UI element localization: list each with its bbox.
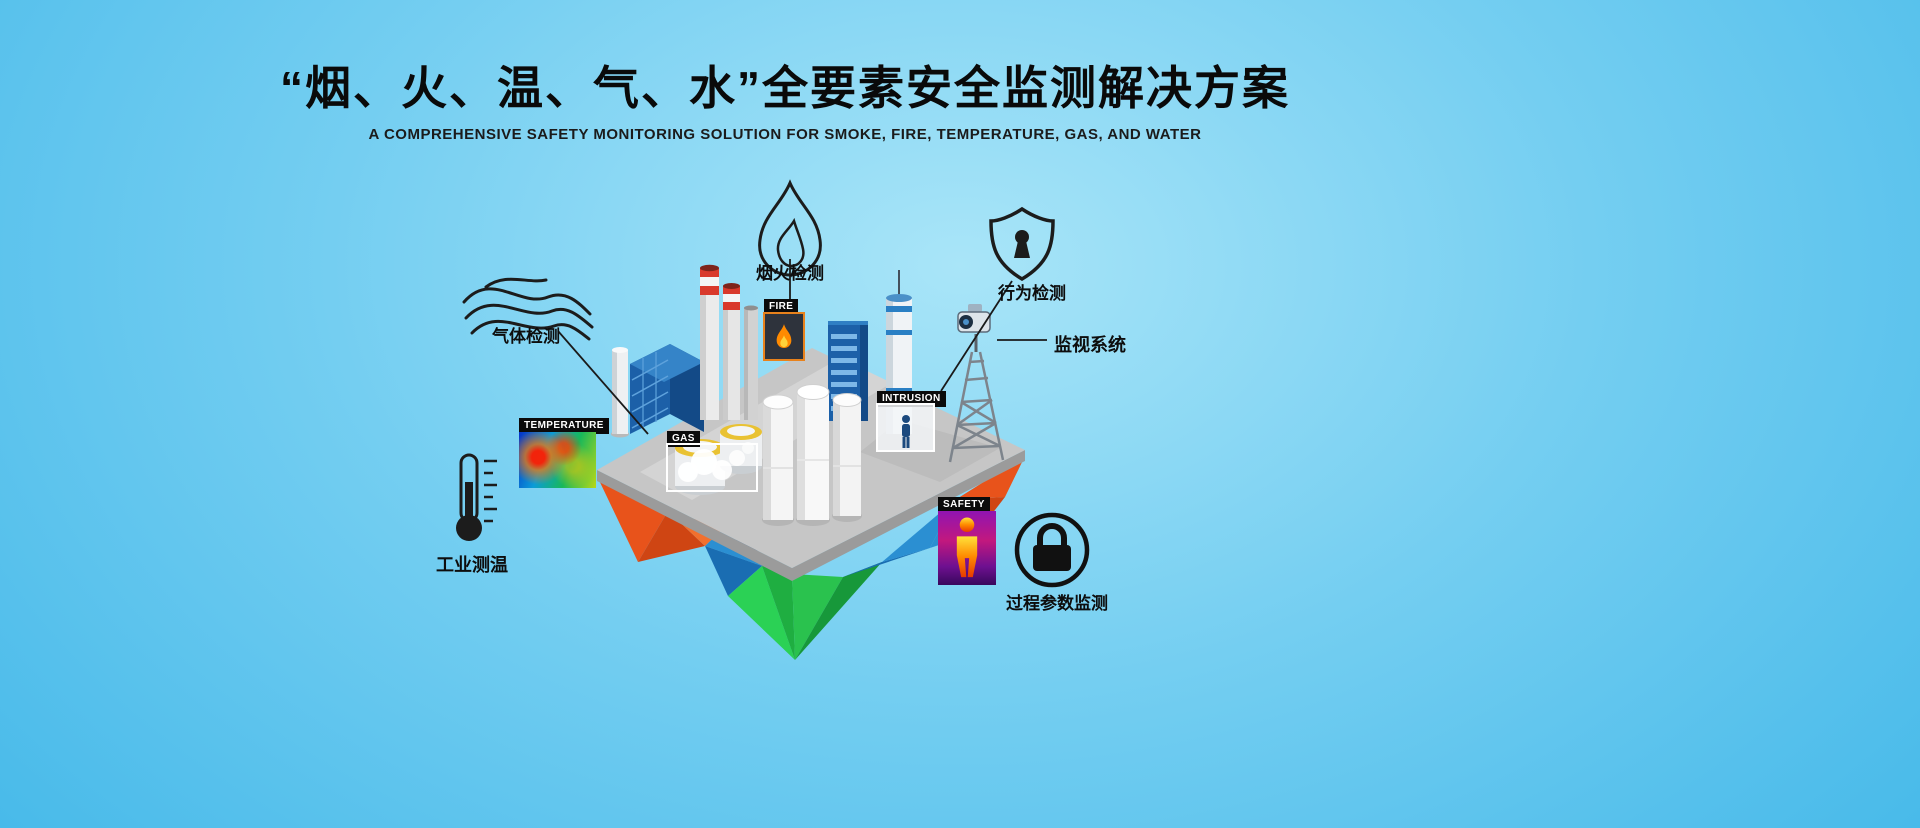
thermal-image-temperature: [519, 432, 596, 488]
thermal-person-graphic: [956, 517, 978, 578]
gas-smoke-puffs: [678, 442, 754, 482]
process-parameters-label: 过程参数监测: [1006, 594, 1108, 613]
shield-keyhole-icon: [989, 206, 1055, 282]
thermometer-icon: [456, 453, 497, 541]
fire-detection-inset: [763, 312, 805, 361]
surveillance-tower: [948, 351, 1005, 463]
fire-flame-graphic: [776, 323, 792, 348]
gas-detection-inset: [666, 443, 758, 492]
page-subtitle: A COMPREHENSIVE SAFETY MONITORING SOLUTI…: [368, 126, 1202, 143]
industrial-temperature-label: 工业测温: [436, 555, 508, 575]
fire-tag: FIRE: [764, 299, 799, 315]
page-title: “烟、火、温、气、水”全要素安全监测解决方案: [280, 62, 1290, 114]
safety-tag: SAFETY: [938, 497, 990, 513]
smoke-fire-detection-label: 烟火检测: [756, 264, 824, 283]
temperature-tag: TEMPERATURE: [519, 418, 609, 434]
gas-detection-label: 气体检测: [492, 327, 560, 346]
person-icon: [901, 415, 910, 448]
padlock-circle-icon: [1014, 512, 1090, 588]
storage-silos: [762, 384, 862, 526]
intrusion-detection-inset: [876, 403, 935, 452]
flame-droplet-icon: [758, 179, 822, 277]
behavior-detection-label: 行为检测: [998, 284, 1066, 303]
thermal-image-safety: [938, 511, 996, 585]
cctv-camera-icon: [957, 304, 991, 352]
surveillance-system-label: 监视系统: [1054, 335, 1126, 355]
smoke-waves-icon: [462, 277, 594, 341]
